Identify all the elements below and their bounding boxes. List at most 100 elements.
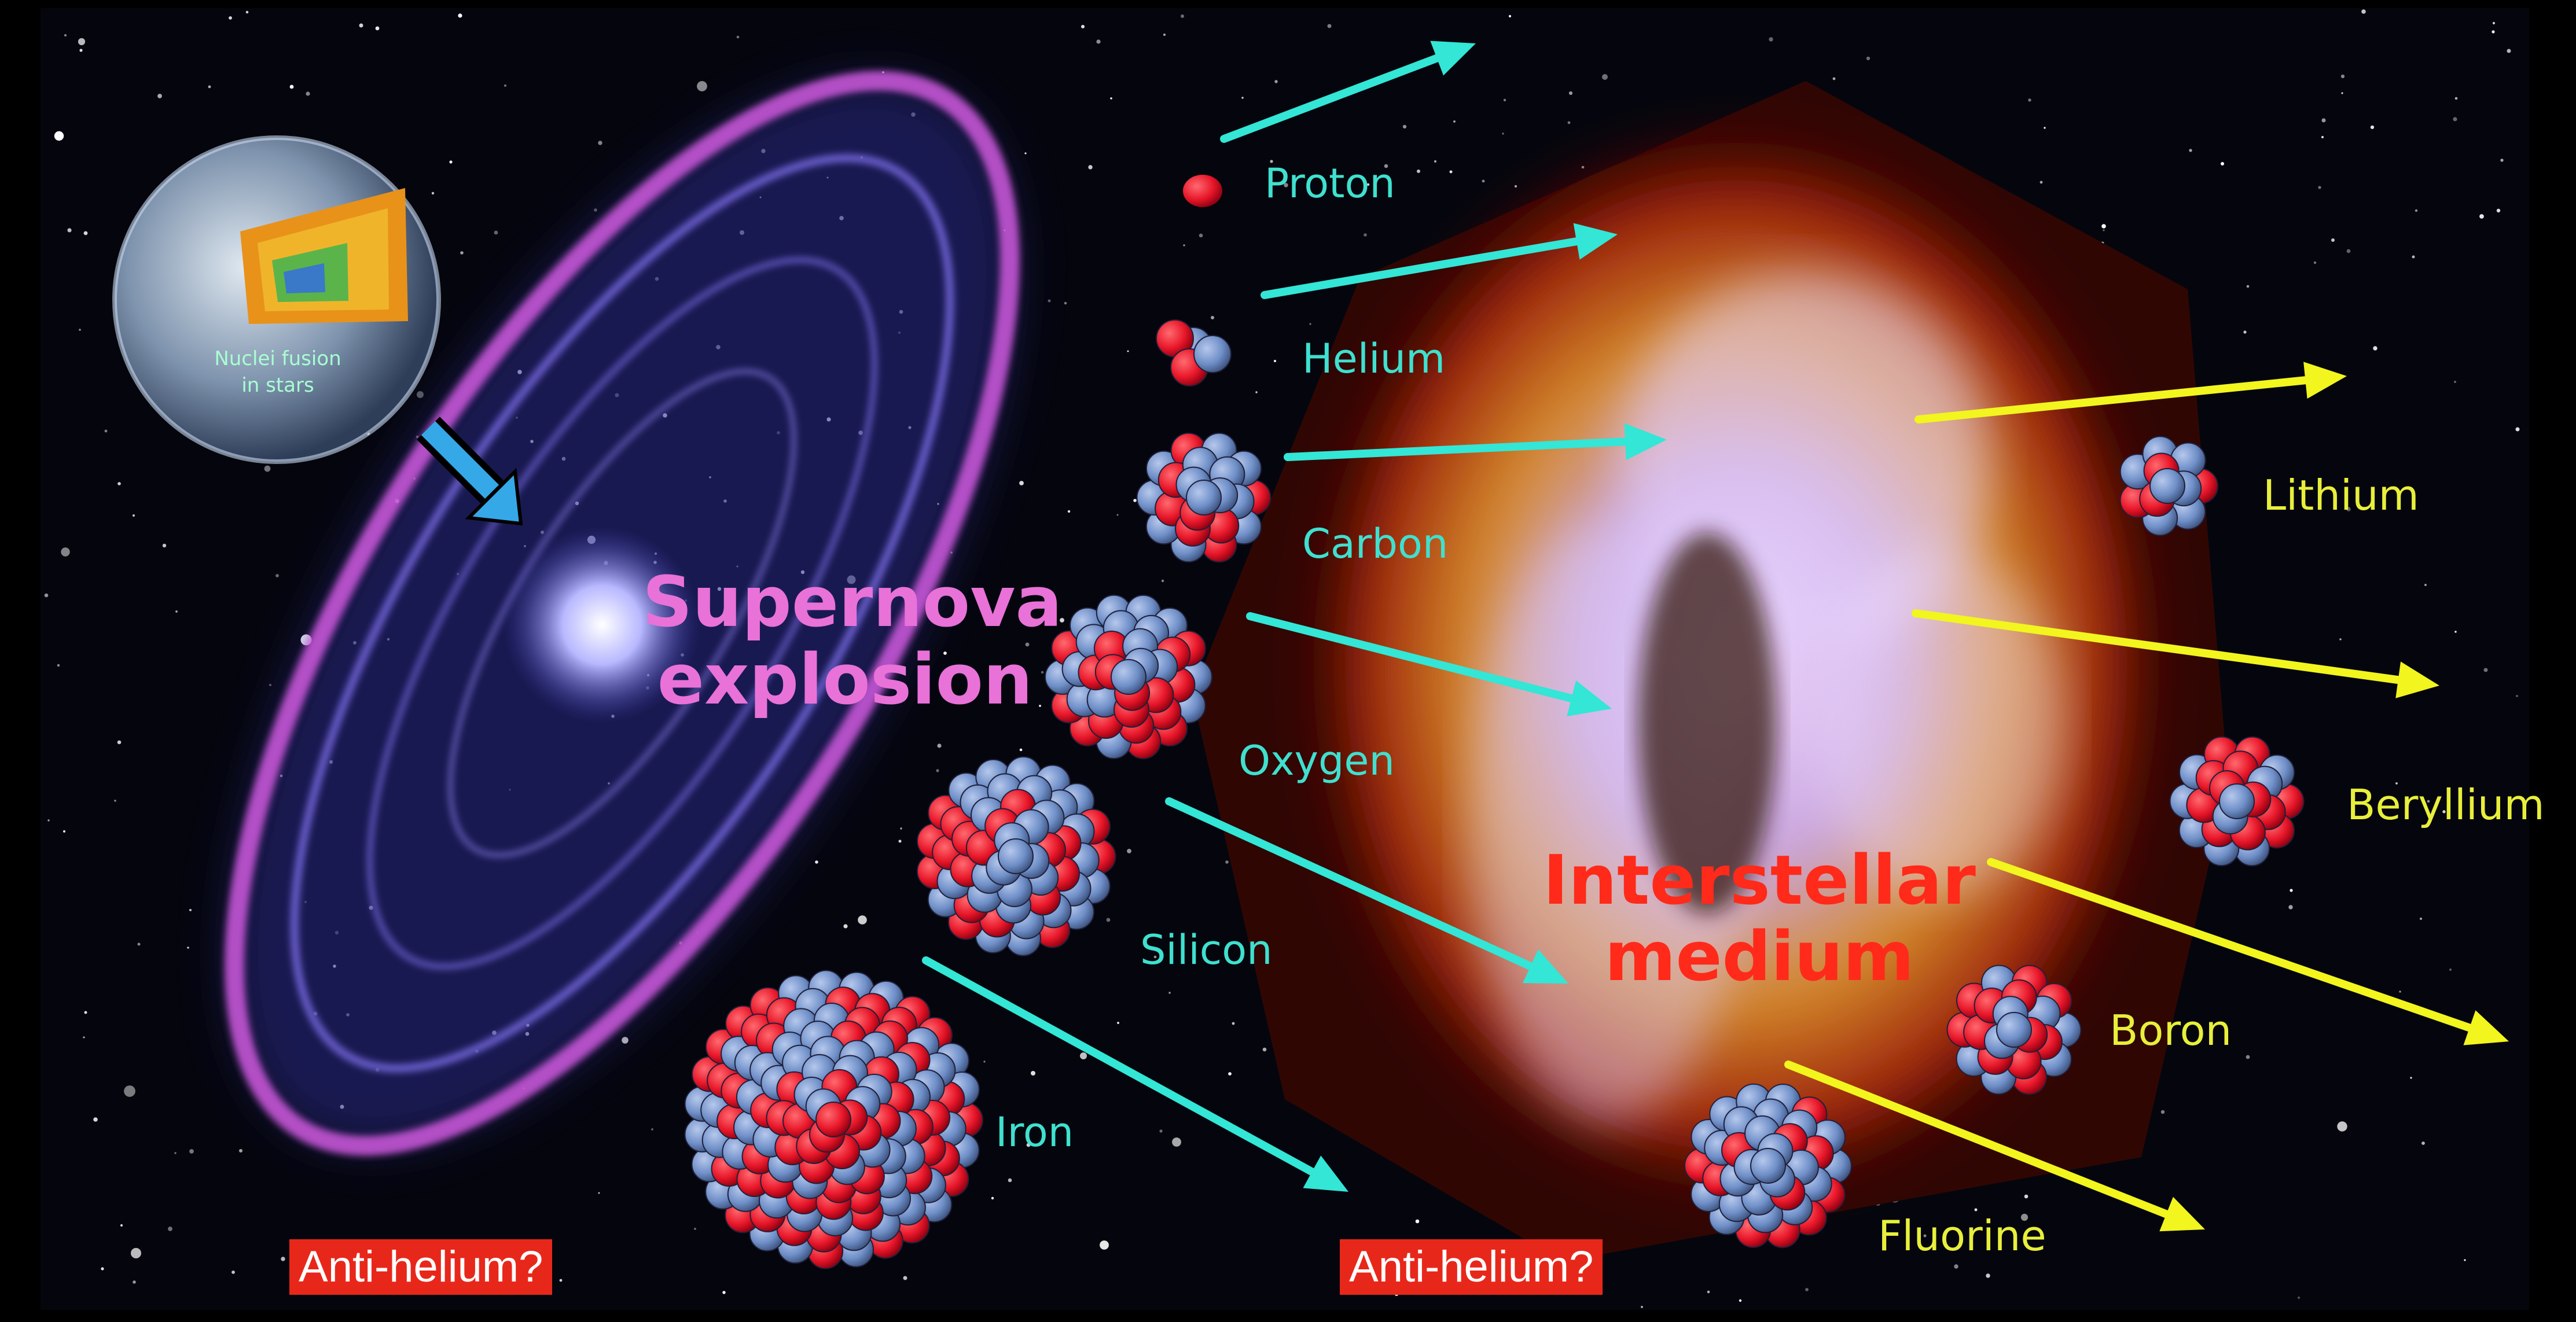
star — [2318, 186, 2321, 189]
star — [2321, 136, 2324, 138]
supernova-title: Supernova explosion — [642, 564, 1048, 720]
star — [2040, 181, 2043, 184]
nucleon — [816, 1102, 851, 1137]
star — [2247, 285, 2250, 288]
star — [2516, 695, 2518, 697]
supernova-title-line: explosion — [642, 642, 1048, 719]
element-label-carbon: Carbon — [1302, 524, 1448, 564]
star — [1232, 1022, 1235, 1025]
star — [1364, 233, 1367, 237]
star — [117, 482, 121, 485]
star — [1641, 1306, 1643, 1308]
star — [138, 943, 141, 946]
star — [79, 329, 81, 331]
star — [131, 1248, 141, 1258]
star — [2500, 159, 2503, 161]
star — [1263, 1048, 1267, 1052]
star — [117, 741, 122, 745]
star — [2339, 638, 2342, 640]
star — [2314, 262, 2316, 264]
star — [1133, 499, 1137, 502]
star — [269, 684, 271, 686]
star — [124, 1085, 135, 1097]
star — [2028, 98, 2031, 101]
interstellar-title-line: Interstellar — [1528, 842, 1991, 918]
star — [1020, 749, 1023, 752]
star — [1986, 1273, 1990, 1277]
star — [275, 574, 279, 577]
star — [93, 1117, 98, 1122]
nucleon — [1751, 1148, 1785, 1183]
star — [2373, 346, 2377, 350]
star — [189, 1149, 194, 1154]
star — [2399, 990, 2401, 992]
star — [246, 11, 249, 14]
earth-caption: Nuclei fusion in stars — [174, 346, 382, 399]
star — [359, 24, 363, 28]
star — [168, 1227, 172, 1231]
star — [983, 1060, 985, 1062]
star — [1569, 91, 1572, 95]
star — [2103, 229, 2104, 231]
star — [2421, 1141, 2425, 1145]
supernova-title-line: Supernova — [642, 564, 1048, 642]
star — [114, 800, 116, 802]
star — [1168, 992, 1170, 993]
anti-helium-badge-right: Anti-helium? — [1340, 1239, 1603, 1295]
star — [1225, 860, 1229, 864]
star — [1833, 78, 1836, 80]
star — [57, 664, 60, 667]
star — [175, 610, 178, 613]
star — [231, 1271, 235, 1274]
star — [1453, 120, 1456, 123]
element-label-iron: Iron — [995, 1112, 1074, 1152]
star — [2024, 1195, 2029, 1199]
star — [189, 909, 192, 911]
star — [2361, 9, 2366, 14]
star — [54, 131, 64, 141]
star — [1162, 580, 1164, 582]
star — [2101, 224, 2106, 229]
star — [1403, 125, 1406, 128]
star — [1274, 80, 1277, 83]
star — [2464, 1259, 2465, 1261]
star — [2449, 969, 2452, 971]
star — [47, 819, 49, 821]
nucleon — [2150, 469, 2185, 503]
element-label-fluorine: Fluorine — [1878, 1215, 2046, 1257]
star — [694, 1228, 696, 1230]
star — [2454, 381, 2456, 383]
star — [598, 141, 602, 145]
star — [1509, 15, 1511, 17]
star — [290, 85, 294, 89]
star — [239, 1149, 242, 1152]
star — [1228, 1072, 1232, 1076]
star — [899, 840, 902, 843]
star — [1117, 1022, 1119, 1024]
element-label-lithium: Lithium — [2263, 474, 2419, 516]
star — [1769, 37, 1773, 41]
star — [2243, 330, 2246, 333]
star — [2484, 668, 2488, 672]
star — [1127, 849, 1131, 853]
star — [2410, 1077, 2412, 1078]
star — [2453, 117, 2457, 121]
star — [449, 160, 452, 163]
star — [157, 94, 162, 98]
star — [1081, 25, 1085, 28]
element-label-proton: Proton — [1265, 163, 1395, 204]
star — [2290, 889, 2292, 892]
star — [1163, 34, 1166, 36]
star — [2189, 149, 2192, 152]
star — [1064, 302, 1067, 305]
star — [78, 38, 85, 45]
star — [2331, 238, 2335, 242]
star — [937, 743, 941, 747]
star — [991, 1197, 994, 1199]
star — [79, 49, 82, 51]
star — [2412, 256, 2415, 259]
carbon-nucleus — [1137, 433, 1271, 562]
star — [1019, 481, 1024, 485]
star — [2322, 119, 2326, 123]
star — [376, 27, 380, 31]
